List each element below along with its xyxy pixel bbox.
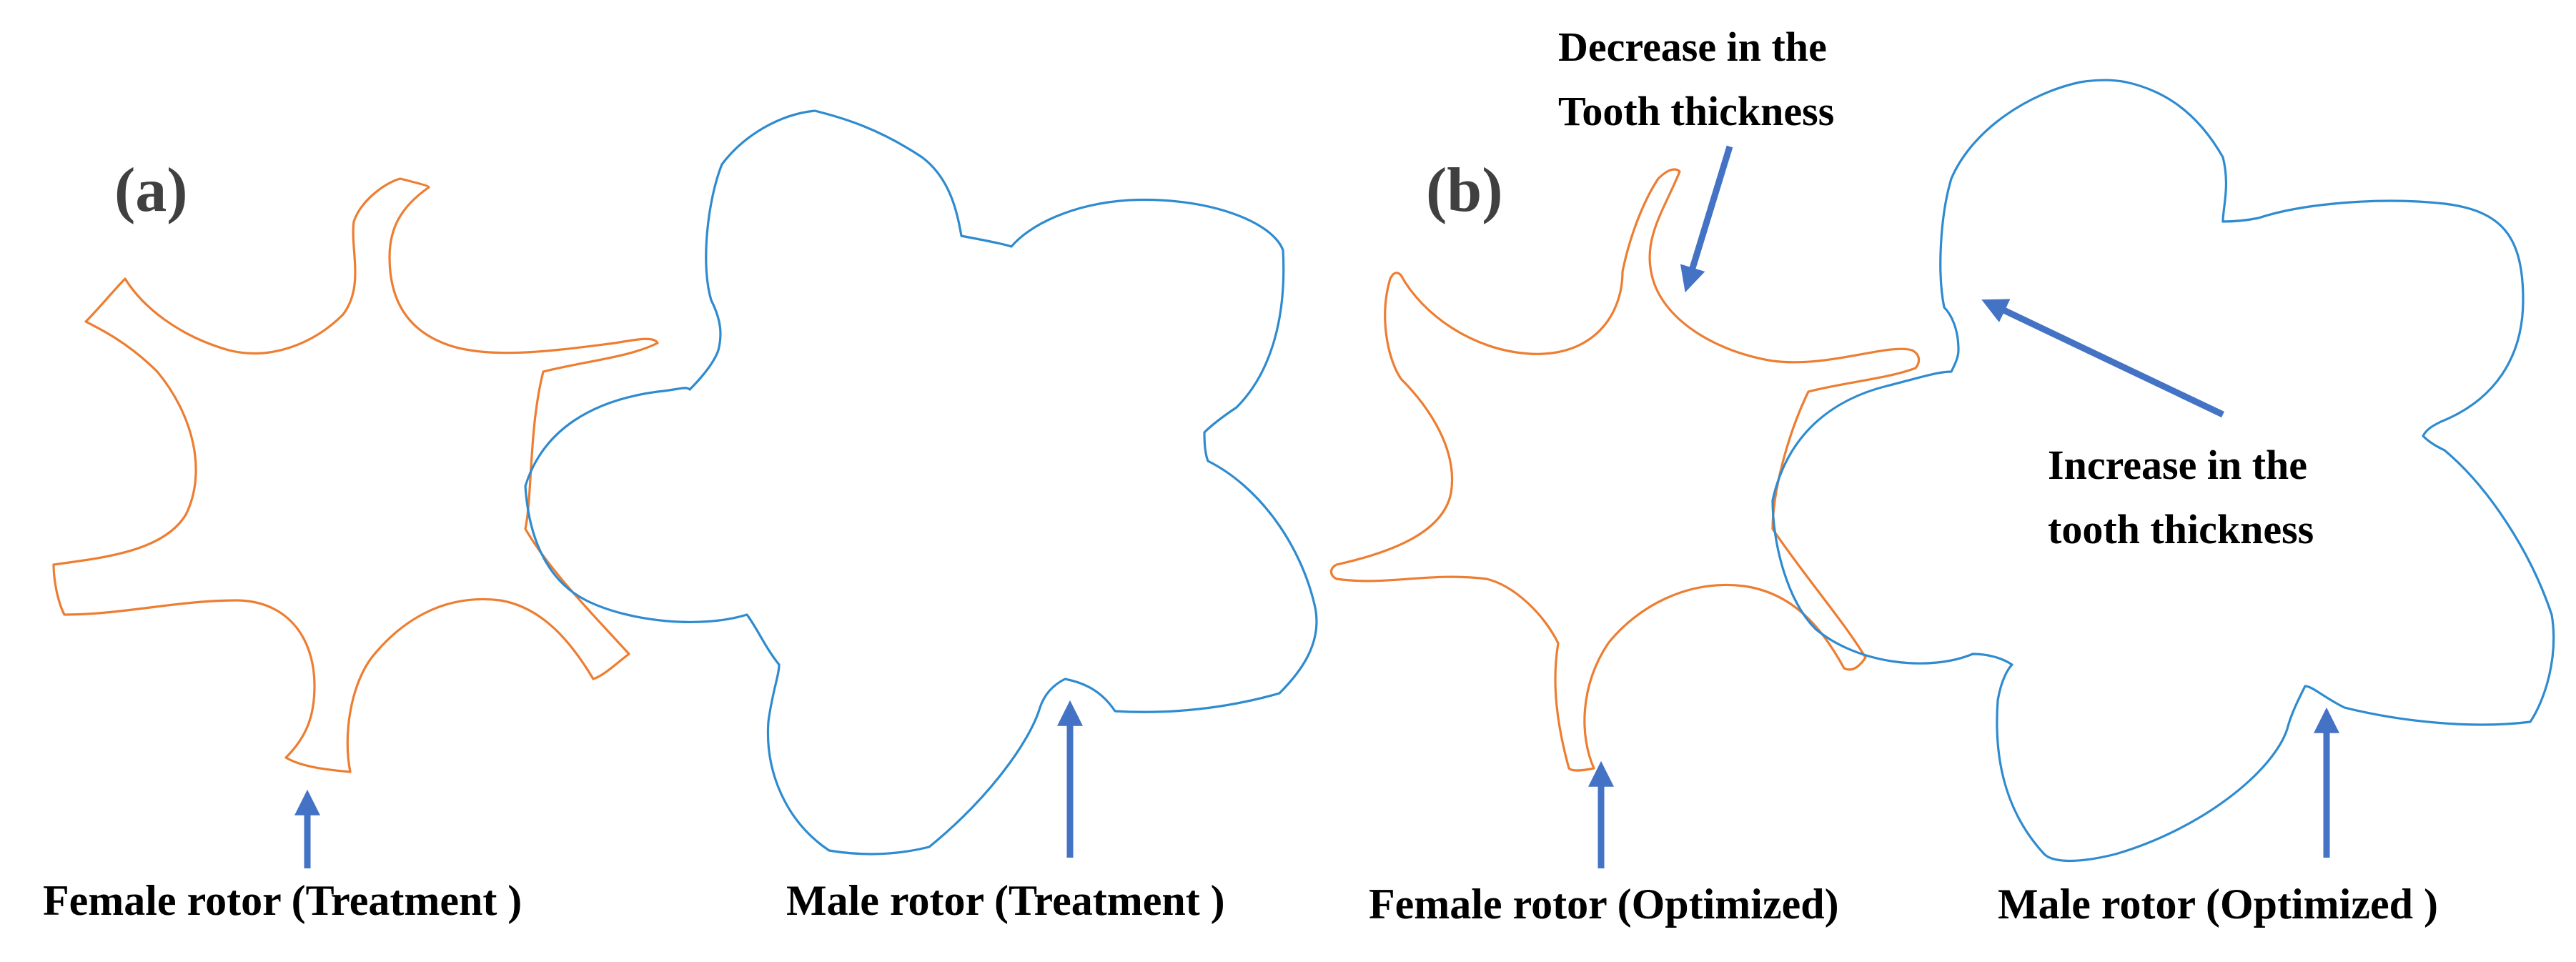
caption-female-optimized: Female rotor (Optimized)	[1369, 881, 1839, 928]
panel-b: (b) Decrease in the Tooth thickness Incr…	[1329, 24, 2555, 928]
panel-label-a: (a)	[114, 156, 188, 225]
arrow-increase-tooth	[1981, 299, 2224, 418]
annotation-decrease-line2: Tooth thickness	[1558, 88, 1834, 134]
annotation-increase-line1: Increase in the	[2048, 442, 2307, 488]
annotation-decrease-line1: Decrease in the	[1558, 24, 1827, 70]
male-rotor-treatment-profile	[524, 109, 1318, 856]
annotation-increase-line2: tooth thickness	[2048, 506, 2314, 552]
caption-male-treatment: Male rotor (Treatment )	[786, 877, 1225, 924]
female-rotor-optimized-profile	[1329, 168, 1921, 772]
female-rotor-treatment-profile	[52, 177, 659, 773]
panel-label-b: (b)	[1426, 156, 1503, 225]
male-rotor-optimized-profile	[1771, 79, 2555, 863]
arrow-decrease-tooth	[1680, 145, 1733, 293]
caption-male-optimized: Male rotor (Optimized )	[1998, 881, 2438, 928]
caption-female-treatment: Female rotor (Treatment )	[43, 877, 522, 924]
panel-a: (a) Female rotor (Treatment ) Male rotor…	[43, 109, 1318, 924]
